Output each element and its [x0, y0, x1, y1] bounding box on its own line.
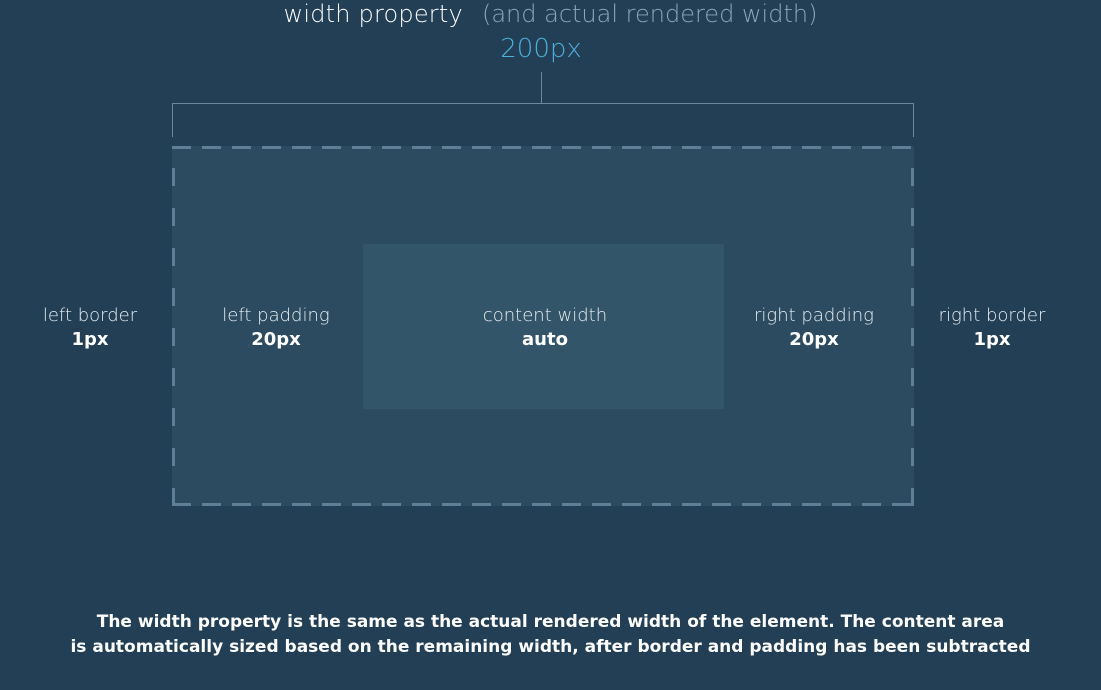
element-border-bottom [172, 503, 914, 506]
left-border-name: left border [42, 305, 138, 326]
right-border-name: right border [938, 305, 1046, 326]
content-width-name: content width [482, 305, 608, 326]
content-width-value: auto [522, 329, 568, 350]
bracket-left-tick [172, 103, 173, 137]
content-width-label: content width auto [445, 304, 645, 352]
diagram-caption: The width property is the same as the ac… [40, 610, 1061, 660]
caption-line-2: is automatically sized based on the rema… [70, 637, 1031, 657]
left-padding-value: 20px [251, 329, 301, 350]
left-padding-name: left padding [222, 305, 330, 326]
width-value: 200px [500, 34, 582, 64]
bracket-bar [172, 103, 914, 104]
right-border-label: right border 1px [922, 304, 1062, 352]
element-border-right [911, 146, 914, 506]
diagram-subtitle: (and actual rendered width) [481, 0, 818, 28]
diagram-title: width property [283, 0, 463, 28]
right-padding-label: right padding 20px [734, 304, 894, 352]
left-border-label: left border 1px [20, 304, 160, 352]
element-border-top [172, 146, 914, 149]
caption-line-1: The width property is the same as the ac… [96, 612, 1005, 632]
left-padding-label: left padding 20px [196, 304, 356, 352]
bracket-right-tick [913, 103, 914, 137]
element-border-left [172, 146, 175, 506]
right-padding-name: right padding [754, 305, 874, 326]
diagram-title-row: width property (and actual rendered widt… [0, 0, 1101, 34]
right-padding-value: 20px [789, 329, 839, 350]
right-border-value: 1px [973, 329, 1011, 350]
bracket-stem [541, 72, 542, 104]
content-area [363, 244, 724, 409]
left-border-value: 1px [71, 329, 109, 350]
